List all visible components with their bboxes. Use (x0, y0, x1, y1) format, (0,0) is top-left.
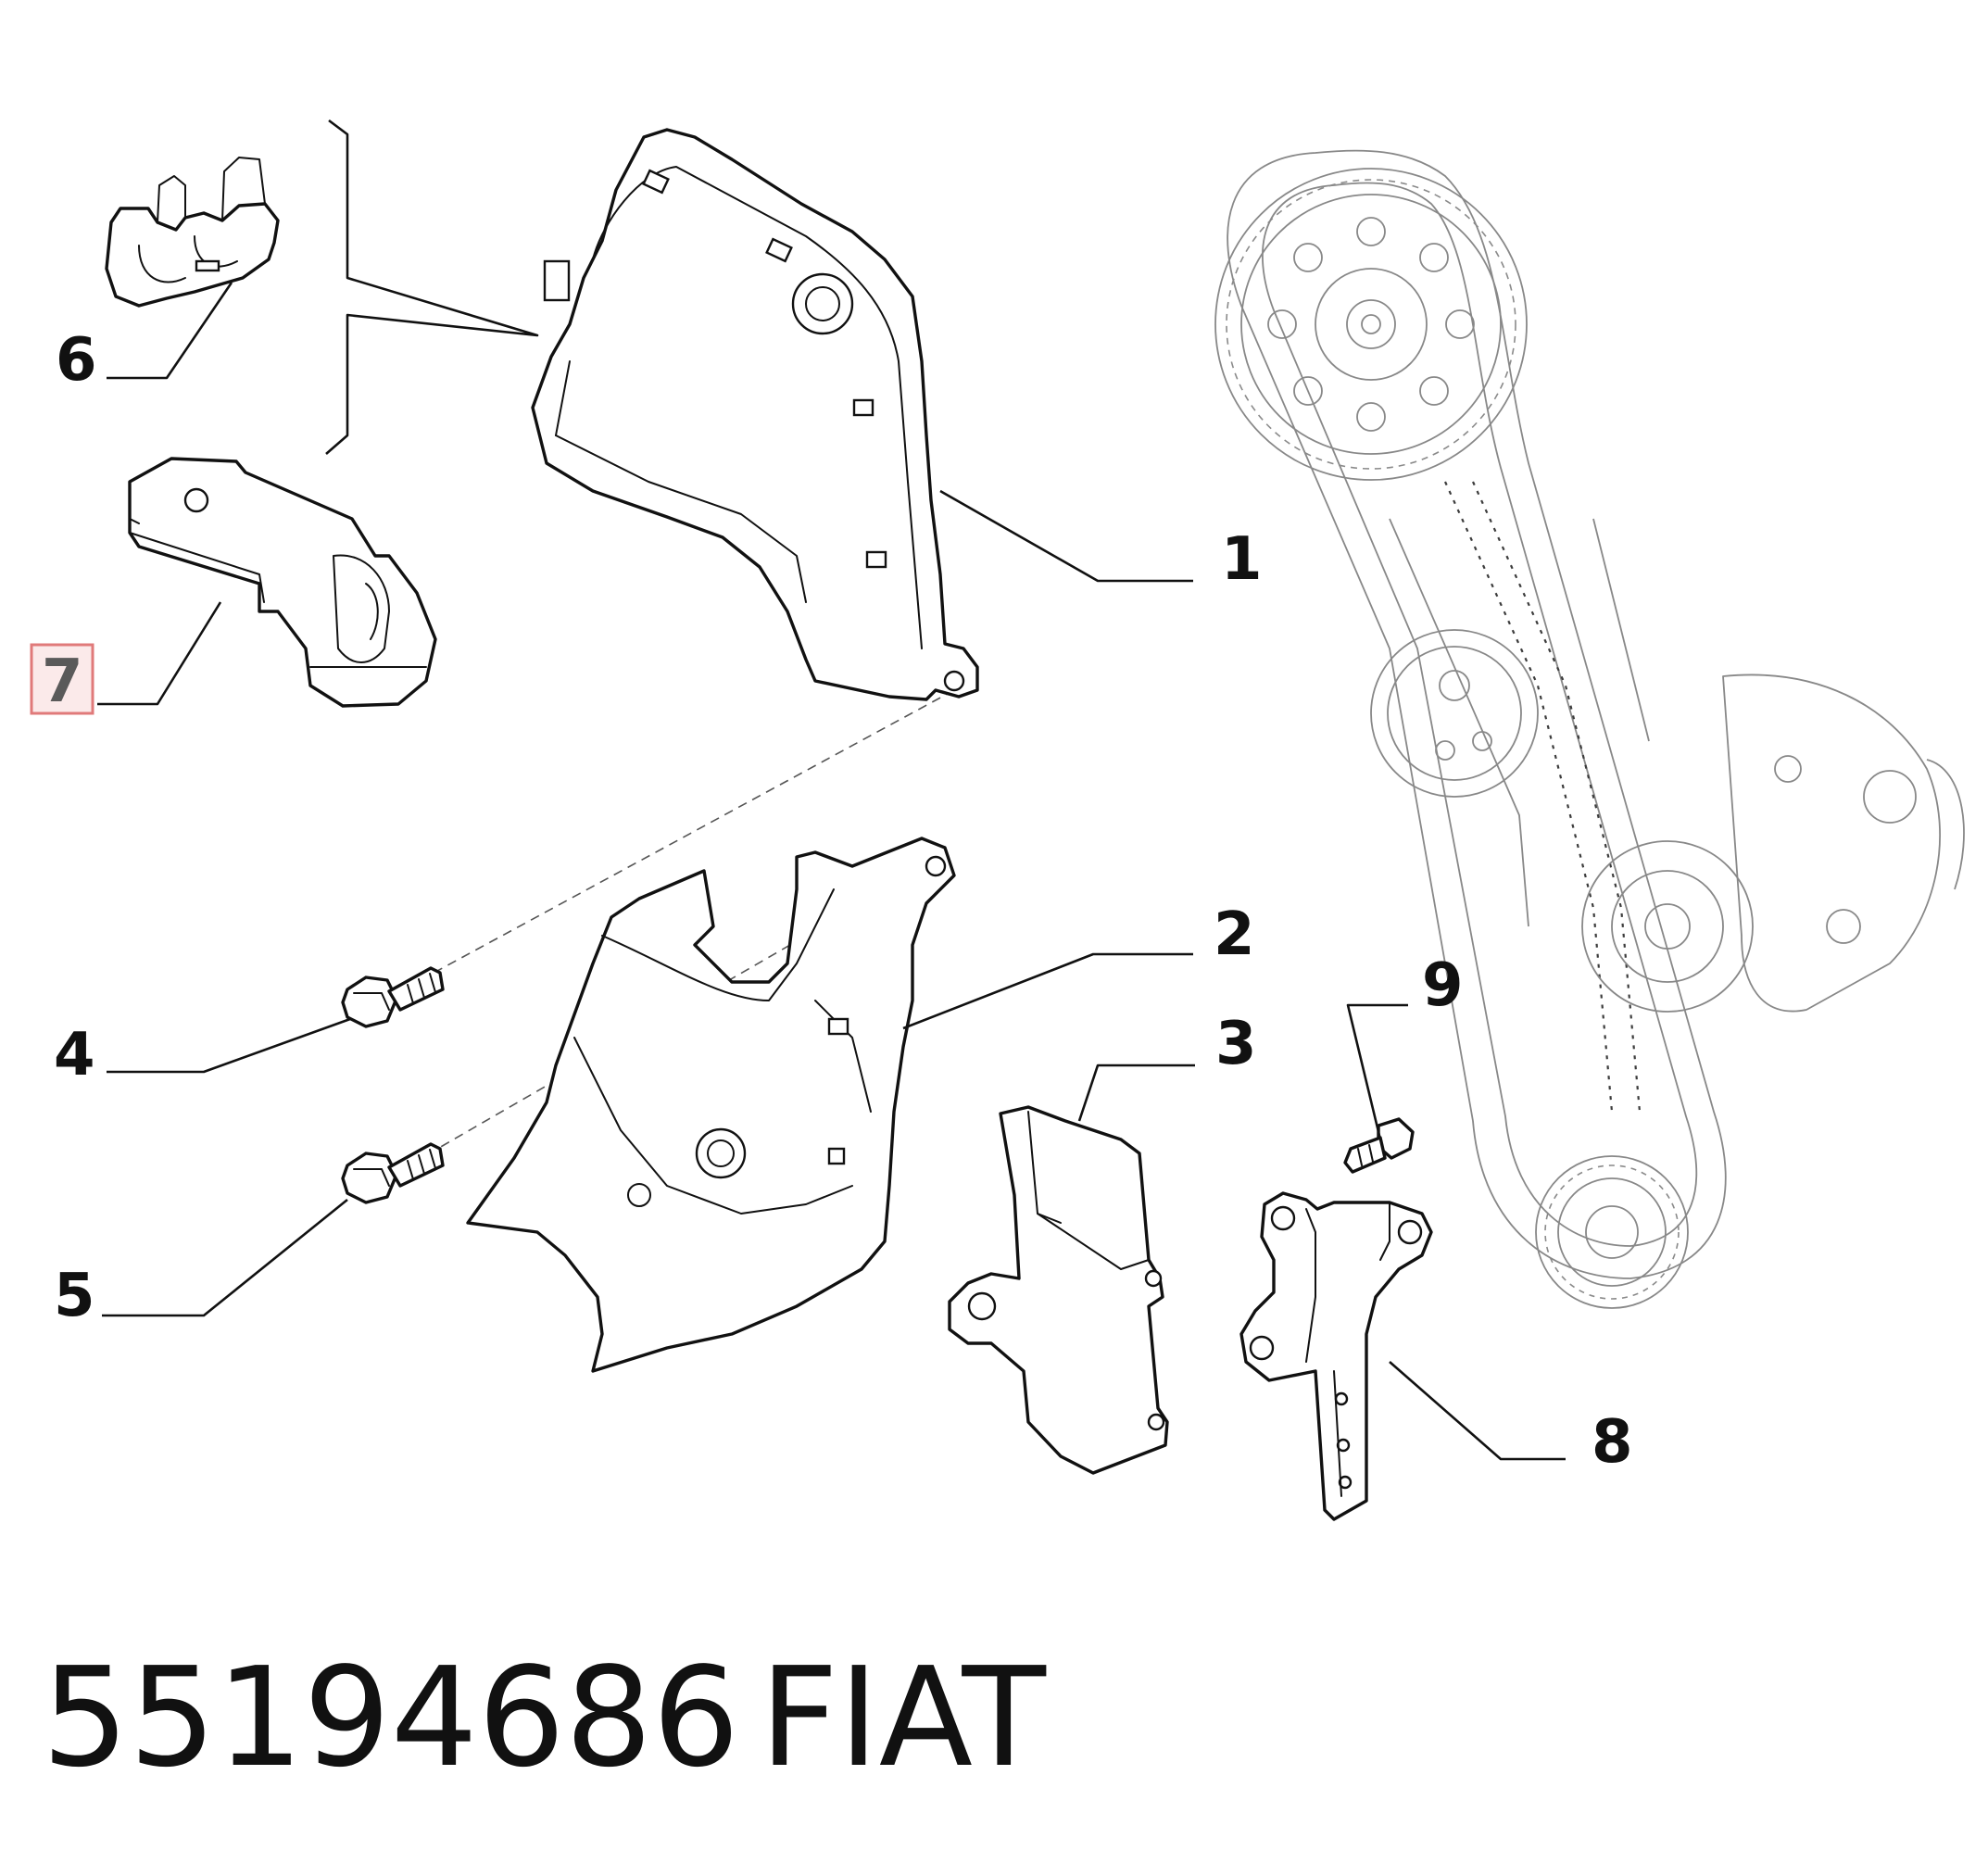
callout-7[interactable]: 7 (42, 648, 83, 716)
part-1-upper-timing-cover (531, 128, 979, 701)
leader-1 (939, 489, 1193, 583)
leader-8 (1389, 1361, 1566, 1461)
leader-6 (107, 282, 233, 380)
crank-pulley (1535, 1155, 1689, 1309)
callout-2[interactable]: 2 (1214, 900, 1255, 969)
leader-4 (107, 1017, 351, 1074)
tensioner-pulley (1370, 629, 1539, 798)
part-3-rear-shield (948, 1105, 1169, 1475)
grouping-bracket (325, 119, 539, 455)
part-7-bracket-with-clip (128, 457, 437, 708)
callout-7-highlight (30, 643, 94, 715)
part-8-engine-bracket (1239, 1191, 1433, 1521)
leader-2 (902, 952, 1193, 1030)
callout-6[interactable]: 6 (56, 326, 97, 395)
water-pump-housing (1722, 673, 1965, 1013)
part-2-lower-timing-cover (466, 837, 956, 1373)
part-number-text: 55194686 (42, 1638, 739, 1797)
part-9-bolt (1343, 1117, 1415, 1174)
belt-teeth-strip (1443, 481, 1614, 1113)
callout-8[interactable]: 8 (1592, 1408, 1633, 1477)
cam-pulley (1214, 168, 1528, 481)
leader-9 (1346, 1003, 1408, 1140)
part-6-pipe-clip (105, 157, 280, 308)
leader-7 (97, 601, 222, 706)
callout-5[interactable]: 5 (54, 1262, 95, 1330)
belt-outer-edge (1227, 149, 1727, 1279)
belt-inner-edge (1262, 182, 1698, 1247)
callout-3[interactable]: 3 (1215, 1010, 1257, 1078)
belt-teeth-strip-inner (1471, 481, 1642, 1113)
part-4-bolt (341, 966, 445, 1028)
timing-belt-assembly (1214, 149, 1965, 1309)
leader-5 (102, 1198, 348, 1317)
leader-3 (1077, 1064, 1195, 1122)
alignment-line-upper (416, 689, 955, 983)
callout-1[interactable]: 1 (1221, 525, 1263, 594)
part-5-bolt (341, 1142, 445, 1204)
callout-9[interactable]: 9 (1422, 951, 1464, 1020)
callout-4[interactable]: 4 (54, 1021, 95, 1089)
brand-text: FIAT (760, 1638, 1047, 1797)
idler-pulley (1581, 840, 1754, 1013)
